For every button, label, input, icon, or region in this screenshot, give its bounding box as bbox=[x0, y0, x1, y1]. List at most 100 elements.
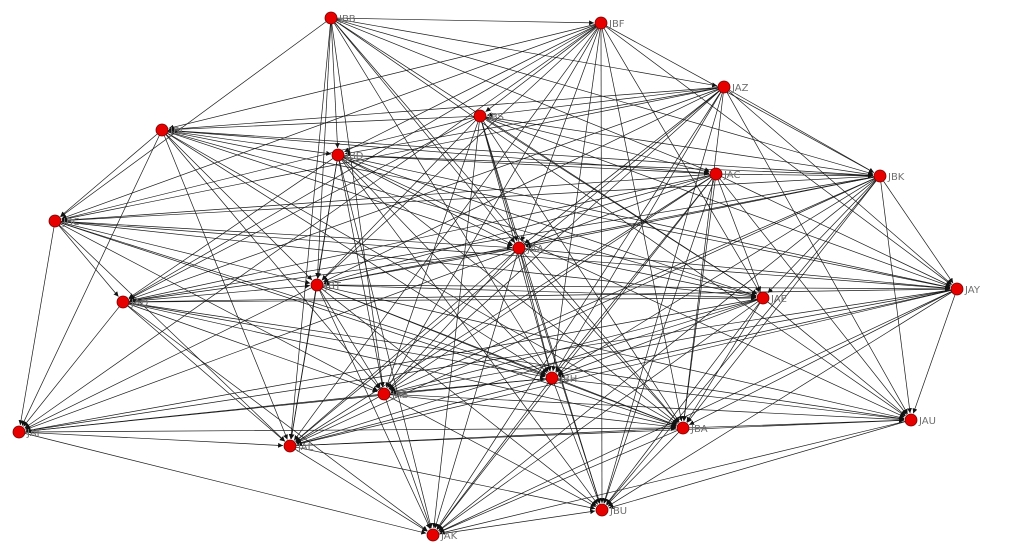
edge-jaa-jbt bbox=[323, 248, 514, 286]
edge-jay-jal bbox=[296, 290, 952, 446]
edge-jac-jae bbox=[717, 179, 762, 292]
edge-jbf-jbd bbox=[344, 25, 596, 153]
node-dot[interactable] bbox=[676, 421, 690, 435]
edge-jbf-jbc bbox=[61, 24, 596, 220]
node-jal[interactable]: JAL bbox=[283, 439, 314, 453]
nodes-layer: JBB JBF JAZ JBS JBL JBD JAC JBK JBC JAA JAD JBT JAE J… bbox=[12, 11, 981, 542]
edge-jbs-jac bbox=[485, 117, 710, 174]
edge-jaz-jau bbox=[726, 92, 908, 415]
node-dot[interactable] bbox=[950, 282, 964, 296]
node-dot[interactable] bbox=[709, 167, 723, 181]
edge-jbb-jbc bbox=[60, 21, 327, 218]
node-jaz[interactable]: JAZ bbox=[717, 80, 749, 94]
node-jak[interactable]: JAK bbox=[426, 528, 458, 542]
node-dot[interactable] bbox=[377, 387, 391, 401]
edge-jbd-jab bbox=[338, 160, 385, 388]
node-jbl[interactable]: JBL bbox=[155, 123, 186, 137]
node-label: JAF bbox=[26, 428, 43, 439]
edge-jab-jak bbox=[385, 399, 432, 529]
edge-jbt-jaf bbox=[25, 287, 312, 430]
edge-jab-jba bbox=[389, 394, 677, 430]
node-jba[interactable]: JBA bbox=[676, 421, 708, 435]
edge-jac-jbu bbox=[603, 179, 715, 504]
node-jad[interactable]: JAD bbox=[116, 295, 149, 309]
node-dot[interactable] bbox=[512, 241, 526, 255]
edge-jac-jak bbox=[437, 178, 713, 530]
node-jbd[interactable]: JBD bbox=[331, 148, 364, 162]
node-label: JBU bbox=[609, 506, 627, 517]
edge-jad-jbh bbox=[128, 302, 546, 379]
edge-jaz-jab bbox=[388, 90, 720, 390]
edge-jaf-jba bbox=[24, 425, 677, 433]
edge-jbd-jba bbox=[342, 158, 678, 424]
node-jau[interactable]: JAU bbox=[904, 413, 936, 427]
node-dot[interactable] bbox=[756, 291, 770, 305]
node-dot[interactable] bbox=[545, 371, 559, 385]
node-label: JBF bbox=[608, 19, 625, 30]
edge-jaa-jak bbox=[434, 253, 518, 529]
node-dot[interactable] bbox=[717, 80, 731, 94]
edge-jae-jab bbox=[390, 299, 758, 394]
node-dot[interactable] bbox=[48, 214, 62, 228]
edge-jbk-jbu bbox=[606, 180, 877, 505]
edge-jbb-jbd bbox=[330, 23, 340, 149]
node-label: JAL bbox=[297, 442, 314, 453]
node-jbt[interactable]: JBT bbox=[310, 278, 342, 292]
node-jbc[interactable]: JBC bbox=[48, 214, 80, 228]
edge-jad-jal bbox=[127, 305, 285, 442]
node-jaa[interactable]: JAA bbox=[512, 241, 544, 255]
edge-jab-jau bbox=[389, 393, 905, 422]
node-jbb[interactable]: JBB bbox=[324, 11, 356, 25]
edge-jaz-jbc bbox=[61, 87, 719, 222]
node-label: JAZ bbox=[731, 83, 749, 94]
edge-jbc-jbt bbox=[60, 222, 311, 285]
node-dot[interactable] bbox=[595, 503, 609, 517]
node-jbh[interactable]: JBH bbox=[545, 371, 577, 385]
node-dot[interactable] bbox=[155, 123, 169, 137]
edge-jad-jaf bbox=[23, 306, 120, 427]
edge-jbs-jak bbox=[431, 121, 480, 529]
node-jbk[interactable]: JBK bbox=[873, 169, 905, 183]
node-dot[interactable] bbox=[310, 278, 324, 292]
node-jaf[interactable]: JAF bbox=[12, 425, 43, 439]
edge-jbh-jbu bbox=[553, 383, 601, 504]
edge-jac-jbk bbox=[721, 173, 874, 179]
edge-jae-jba bbox=[686, 302, 761, 423]
node-jbs[interactable]: JBS bbox=[473, 109, 504, 123]
node-jae[interactable]: JAE bbox=[756, 291, 787, 305]
node-jbf[interactable]: JBF bbox=[594, 16, 625, 30]
edge-jaz-jal bbox=[295, 90, 720, 442]
edge-jbd-jbh bbox=[341, 159, 548, 374]
edge-jbf-jaf bbox=[24, 26, 597, 429]
edge-jaz-jbd bbox=[344, 87, 719, 156]
node-dot[interactable] bbox=[116, 295, 130, 309]
node-dot[interactable] bbox=[426, 528, 440, 542]
node-dot[interactable] bbox=[904, 413, 918, 427]
edge-jbs-jbk bbox=[485, 116, 874, 177]
edge-jbt-jae bbox=[322, 284, 757, 301]
edge-jae-jaf bbox=[25, 298, 758, 433]
node-jab[interactable]: JAB bbox=[377, 387, 409, 401]
node-dot[interactable] bbox=[473, 109, 487, 123]
node-dot[interactable] bbox=[324, 11, 338, 25]
edge-jbf-jba bbox=[601, 28, 684, 422]
node-dot[interactable] bbox=[873, 169, 887, 183]
edge-jay-jak bbox=[439, 291, 952, 533]
edge-jae-jbu bbox=[605, 302, 760, 505]
edge-jbc-jal bbox=[59, 224, 286, 442]
node-dot[interactable] bbox=[331, 148, 345, 162]
edge-jbd-jau bbox=[343, 157, 905, 418]
edge-jbd-jbk bbox=[343, 154, 874, 178]
node-dot[interactable] bbox=[12, 425, 26, 439]
node-jbu[interactable]: JBU bbox=[595, 503, 627, 517]
edge-jbl-jay bbox=[167, 130, 951, 290]
edge-jad-jba bbox=[128, 302, 677, 428]
node-label: JAY bbox=[964, 285, 981, 296]
edge-jal-jau bbox=[295, 418, 905, 447]
edge-jaz-jbu bbox=[602, 92, 723, 504]
node-jay[interactable]: JAY bbox=[950, 282, 981, 296]
node-dot[interactable] bbox=[594, 16, 608, 30]
edge-jac-jay bbox=[721, 176, 951, 287]
node-dot[interactable] bbox=[283, 439, 297, 453]
node-jac[interactable]: JAC bbox=[709, 167, 740, 181]
